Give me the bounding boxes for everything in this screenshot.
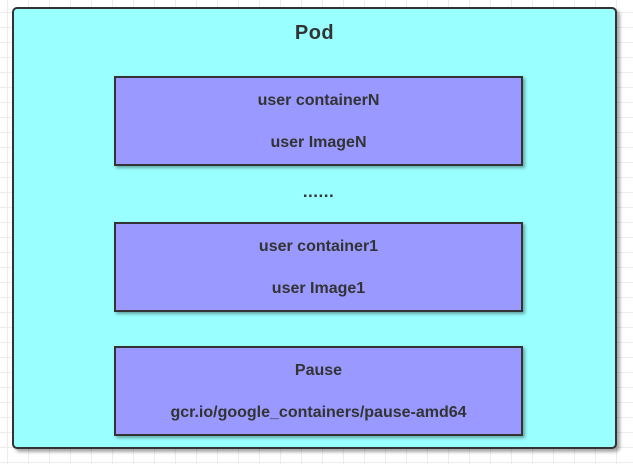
container-box-n: user containerN user ImageN xyxy=(114,76,523,166)
container-image-label: user ImageN xyxy=(270,134,367,151)
container-name-label: Pause xyxy=(294,362,343,379)
container-image-label: user Image1 xyxy=(271,280,366,297)
container-name-label: user container1 xyxy=(258,238,379,255)
container-name-label: user containerN xyxy=(257,92,380,109)
container-box-1: user container1 user Image1 xyxy=(114,222,523,312)
pod-box: Pod user containerN user ImageN ...... u… xyxy=(12,7,617,449)
container-box-pause: Pause gcr.io/google_containers/pause-amd… xyxy=(114,346,523,436)
container-image-label: gcr.io/google_containers/pause-amd64 xyxy=(170,404,467,421)
pod-title: Pod xyxy=(294,22,335,44)
ellipsis-separator: ...... xyxy=(302,182,335,201)
